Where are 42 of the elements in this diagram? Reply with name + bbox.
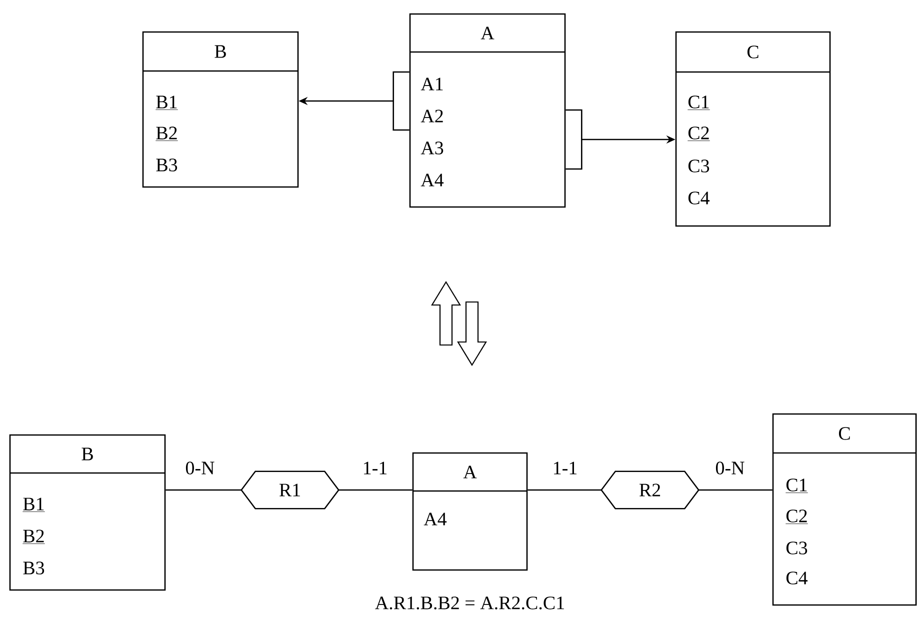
entity-name: C <box>838 427 850 440</box>
edge-label: 0-N <box>716 462 744 474</box>
attribute-text: C4 <box>786 572 808 584</box>
entity-box <box>9 434 166 591</box>
attribute-text: A3 <box>420 142 444 154</box>
attribute-text: C1 <box>785 478 808 493</box>
entity-box <box>142 31 299 188</box>
edge-label: 1-1 <box>364 462 387 474</box>
attribute-text: A4 <box>424 512 447 526</box>
relationship-hexagon: R2 <box>600 470 700 510</box>
attribute-text: B3 <box>156 158 178 172</box>
entity-box <box>772 413 917 606</box>
entity-name: B <box>214 45 226 58</box>
entity-box <box>412 452 528 571</box>
attribute-text: C2 <box>785 510 808 524</box>
relationship-hexagon: R1 <box>240 470 340 510</box>
attribute-text: B3 <box>23 562 44 574</box>
connector-line <box>698 489 772 491</box>
attribute-text: B2 <box>22 530 46 544</box>
entity-box <box>409 13 566 208</box>
attribute-text: C3 <box>786 542 808 554</box>
constraint-text: A.R1.B.B2 = A.R2.C.C1 <box>375 596 564 610</box>
connector-line <box>528 489 602 491</box>
entity-box <box>675 31 831 227</box>
entity-name: A <box>480 26 494 40</box>
attribute-text: A4 <box>420 174 444 186</box>
entity-name: A <box>463 466 477 478</box>
attribute-text: B2 <box>155 126 178 141</box>
attribute-text: A2 <box>420 110 443 122</box>
attribute-text: C4 <box>688 192 710 204</box>
connector-line <box>166 489 242 491</box>
entity-name: B <box>82 448 93 460</box>
edge-label: 1-1 <box>554 462 577 474</box>
attribute-text: C3 <box>688 160 710 172</box>
attribute-text: A1 <box>420 78 443 90</box>
connector-line <box>338 489 412 491</box>
attribute-text: B1 <box>155 96 178 110</box>
edge-label: 0-N <box>186 462 214 474</box>
entity-name: C <box>747 46 758 58</box>
attribute-text: B1 <box>22 498 46 512</box>
attribute-text: C1 <box>687 96 710 110</box>
attribute-text: C2 <box>687 126 710 141</box>
